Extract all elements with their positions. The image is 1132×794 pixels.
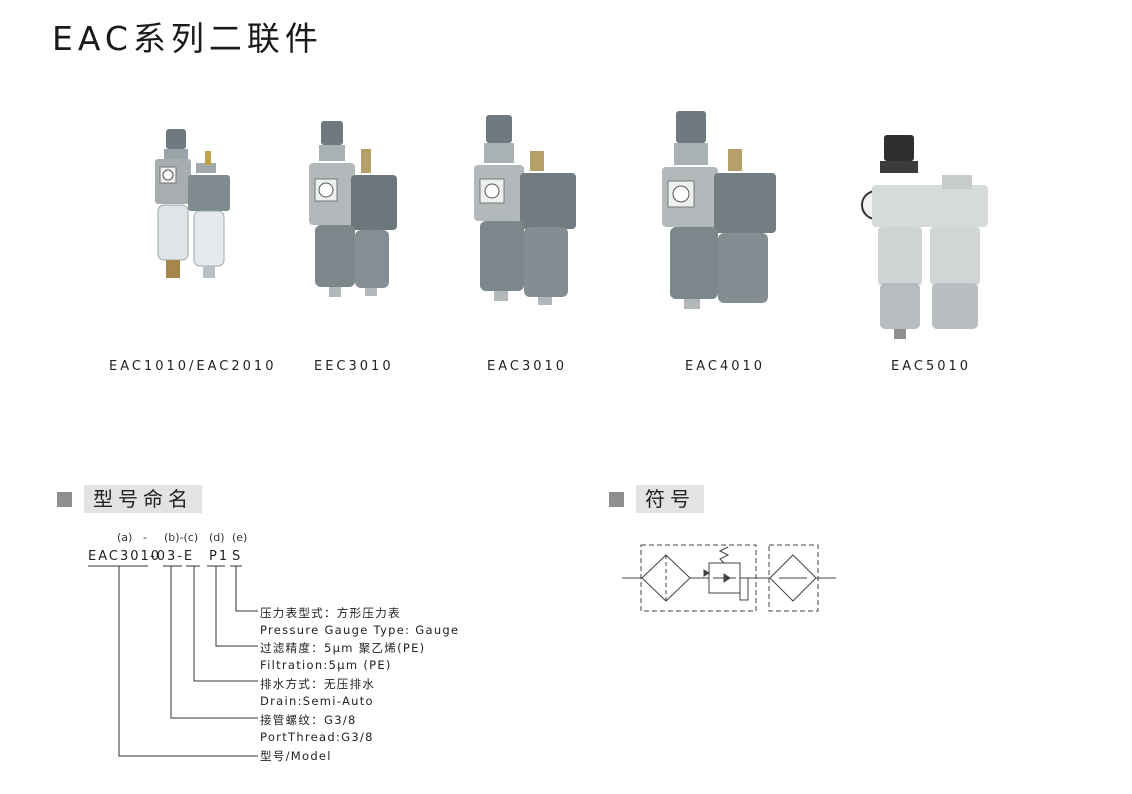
- model-part-gauge: S: [232, 549, 243, 564]
- marker-e: (e): [232, 531, 248, 544]
- desc-drain-cn: 排水方式：无压排水: [260, 677, 376, 691]
- desc-drain-en: Drain:Semi-Auto: [260, 694, 374, 708]
- symbol-heading-text: 符号: [636, 485, 704, 513]
- marker-dash: -: [143, 531, 147, 544]
- desc-thread-cn: 接管螺纹：G3/8: [260, 713, 357, 727]
- product-label-eac4010: EAC4010: [685, 359, 766, 374]
- model-part-base: EAC3010: [88, 549, 162, 564]
- product-label-eec3010: EEC3010: [314, 359, 394, 374]
- desc-gauge-type-en: Pressure Gauge Type: Gauge: [260, 623, 460, 637]
- product-label-eac1010-eac2010: EAC1010/EAC2010: [109, 359, 277, 374]
- naming-heading-text: 型号命名: [84, 485, 202, 513]
- naming-section-heading: 型号命名: [57, 485, 202, 513]
- desc-gauge-type-cn: 压力表型式：方形压力表: [260, 606, 401, 620]
- product-image-eec3010: [305, 105, 505, 355]
- product-label-eac5010: EAC5010: [891, 359, 972, 374]
- model-part-filtration: P1: [209, 549, 230, 564]
- desc-thread-en: PortThread:G3/8: [260, 730, 374, 744]
- desc-filtration-cn: 过滤精度：5μm 聚乙烯(PE): [260, 641, 426, 655]
- page-title: EAC系列二联件: [52, 19, 323, 58]
- marker-a: (a): [117, 531, 133, 544]
- product-label-eac3010: EAC3010: [487, 359, 568, 374]
- product-image-eac1010-eac2010: [130, 105, 330, 355]
- square-bullet-icon: [57, 491, 72, 507]
- marker-d: (d): [209, 531, 225, 544]
- square-bullet-icon: [609, 491, 624, 507]
- desc-filtration-en: Filtration:5μm (PE): [260, 658, 392, 672]
- product-image-eac3010: [470, 105, 670, 355]
- product-image-eac4010: [660, 105, 860, 355]
- product-image-eac5010: [858, 105, 1058, 355]
- desc-model: 型号/Model: [260, 749, 332, 763]
- symbol-section-heading: 符号: [609, 485, 704, 513]
- marker-b-c: (b)-(c): [164, 531, 199, 544]
- model-part-thread-drain: -03-E: [150, 549, 195, 564]
